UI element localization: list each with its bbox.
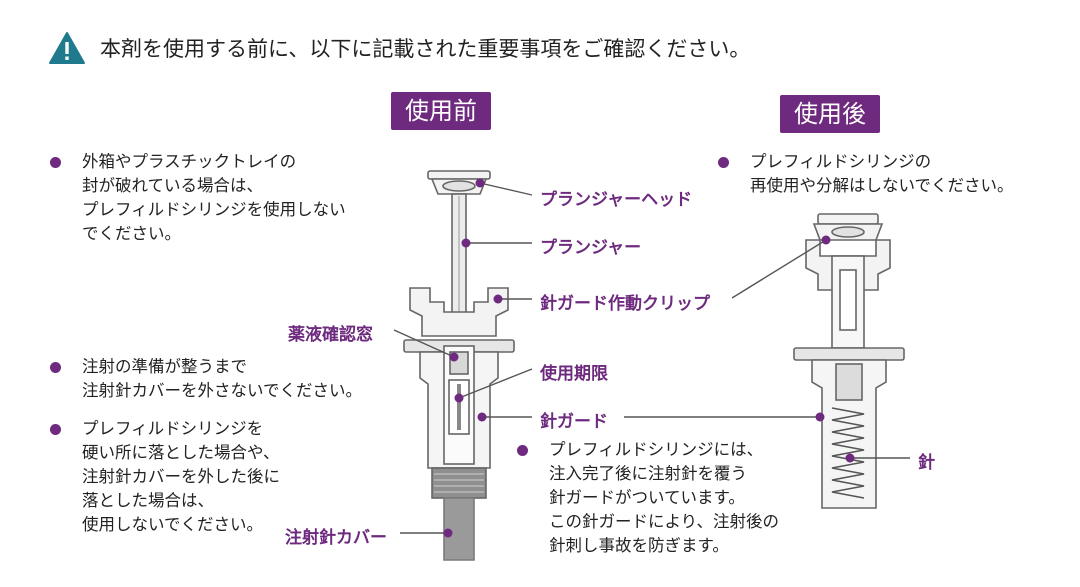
plunger-head-top (427, 170, 491, 180)
note-line: 注射の準備が整うまで (82, 357, 247, 376)
bullet-dot (50, 157, 61, 168)
label-needle-guard: 針ガード (540, 412, 608, 432)
note-line: 針ガードがついています。 (549, 488, 745, 507)
warning-text: 本剤を使用する前に、以下に記載された重要事項をご確認ください。 (100, 37, 751, 61)
note-line: プレフィルドシリンジには、 (549, 440, 764, 459)
note-no-reuse: プレフィルドシリンジの 再使用や分解はしないでください。 (718, 150, 1014, 198)
note-dropped: プレフィルドシリンジを 硬い所に落とした場合や、 注射針カバーを外した後に 落と… (50, 417, 280, 537)
warning-header: 本剤を使用する前に、以下に記載された重要事項をご確認ください。 (48, 28, 750, 68)
note-line: 注射針カバーを外さないでください。 (82, 381, 363, 400)
note-line: 封が破れている場合は、 (82, 176, 264, 195)
note-needle-cover: 注射の準備が整うまで 注射針カバーを外さないでください。 (50, 355, 363, 403)
note-line: 硬い所に落とした場合や、 (82, 443, 280, 462)
bullet-dot (50, 424, 61, 435)
note-line: 使用しないでください。 (82, 515, 264, 534)
warning-triangle-icon (49, 32, 85, 64)
note-line: 外箱やプラスチックトレイの (82, 152, 297, 171)
note-line: 注射針カバーを外した後に (82, 467, 280, 486)
before-use-tag: 使用前 (391, 92, 491, 130)
label-plunger-head: プランジャーヘッド (540, 190, 693, 210)
guard-clip (409, 287, 509, 337)
label-guard-clip: 針ガード作動クリップ (540, 294, 710, 314)
note-line: プレフィルドシリンジの (750, 152, 932, 171)
after-use-tag: 使用後 (780, 95, 880, 133)
label-check-window: 薬液確認窓 (288, 325, 373, 345)
bullet-dot (517, 445, 528, 456)
note-line: 再使用や分解はしないでください。 (750, 176, 1014, 195)
label-needle: 針 (918, 453, 935, 473)
bullet-dot (718, 157, 729, 168)
note-line: プレフィルドシリンジを使用しない (82, 200, 346, 219)
note-line: プレフィルドシリンジを (82, 419, 264, 438)
needle-cover (443, 497, 475, 561)
threaded-base (431, 467, 487, 499)
note-line: でください。 (82, 224, 181, 243)
bullet-dot (50, 362, 61, 373)
note-needle-guard: プレフィルドシリンジには、 注入完了後に注射針を覆う 針ガードがついています。 … (517, 438, 780, 558)
label-expiry: 使用期限 (540, 364, 608, 384)
note-line: 注入完了後に注射針を覆う (549, 464, 747, 483)
note-line: 針刺し事故を防ぎます。 (549, 536, 729, 555)
after-plunger-head (817, 213, 879, 225)
label-needle-cover: 注射針カバー (285, 528, 387, 548)
spring (831, 407, 865, 499)
note-line: 落とした場合は、 (82, 491, 214, 510)
note-packaging: 外箱やプラスチックトレイの 封が破れている場合は、 プレフィルドシリンジを使用し… (50, 150, 346, 246)
after-flange (793, 347, 905, 361)
label-plunger: プランジャー (540, 238, 642, 258)
note-line: この針ガードにより、注射後の (549, 512, 780, 531)
after-guard-body (811, 359, 887, 509)
